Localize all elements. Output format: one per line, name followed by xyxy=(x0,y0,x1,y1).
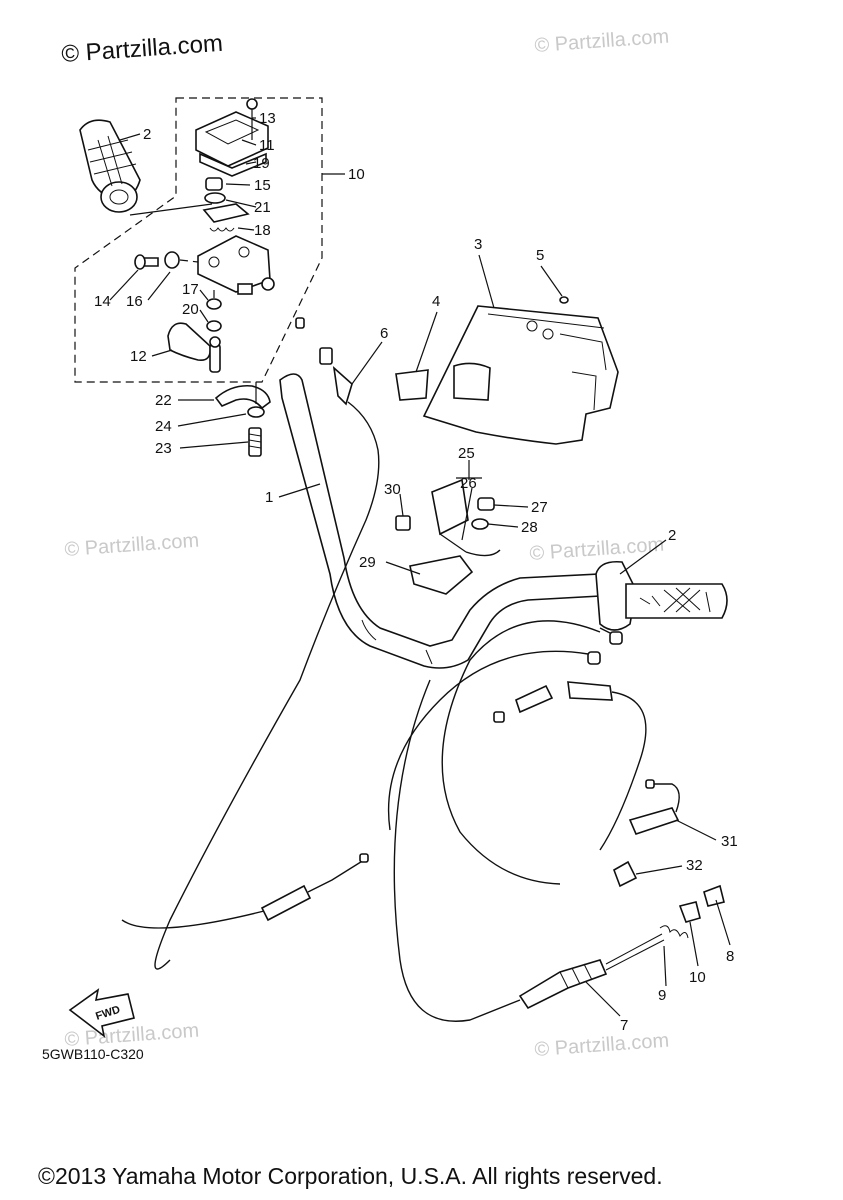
callout-3: 3 xyxy=(474,236,482,253)
right-grip xyxy=(595,560,728,631)
callout-12: 11 xyxy=(259,137,275,154)
callout-10: 10 xyxy=(689,969,706,986)
brake-cable xyxy=(154,317,380,970)
callout-15: 14 xyxy=(94,293,111,310)
fwd-arrow-icon: FWD xyxy=(68,988,135,1038)
callout-27: 26 xyxy=(460,475,477,492)
watermark-top: © Partzilla.com xyxy=(61,30,224,68)
callout-4: 4 xyxy=(432,293,440,310)
watermark: © Partzilla.com xyxy=(534,1030,670,1061)
callout-13: 12 xyxy=(130,348,147,365)
callout-23: 22 xyxy=(155,392,172,409)
callout-31: 30 xyxy=(384,481,401,498)
callout-30: 29 xyxy=(359,554,376,571)
parking-cable xyxy=(393,679,725,1022)
callout-18: 17 xyxy=(182,281,199,298)
callout-14: 13 xyxy=(259,110,276,127)
lower-cable xyxy=(121,853,369,929)
callout-29: 28 xyxy=(521,519,538,536)
callout-21: 20 xyxy=(182,301,199,318)
callout-22: 21 xyxy=(254,199,271,216)
callout-28: 27 xyxy=(531,499,548,516)
watermark: © Partzilla.com xyxy=(529,534,665,565)
callout-33: 32 xyxy=(686,857,703,874)
callout-16: 15 xyxy=(254,177,271,194)
callout-5: 5 xyxy=(536,247,544,264)
leader-lines xyxy=(109,117,731,1017)
callout-32: 31 xyxy=(721,833,738,850)
copyright-notice: ©2013 Yamaha Motor Corporation, U.S.A. A… xyxy=(38,1163,663,1189)
left-grip xyxy=(79,119,141,213)
callout-11: 10 xyxy=(348,166,365,183)
callout-2-left: 2 xyxy=(143,126,151,143)
handlebar-cover xyxy=(395,296,619,445)
callout-24: 23 xyxy=(155,440,172,457)
master-cylinder-cover xyxy=(195,98,269,177)
bolt-and-nut xyxy=(134,251,199,270)
washer xyxy=(206,320,222,332)
callout-17: 16 xyxy=(126,293,143,310)
throttle-cables xyxy=(387,620,680,888)
watermark: © Partzilla.com xyxy=(64,530,200,561)
callout-2-right: 2 xyxy=(668,527,676,544)
callout-6: 6 xyxy=(380,325,388,342)
callout-8: 8 xyxy=(726,948,734,965)
callout-20: 19 xyxy=(253,155,270,172)
master-cylinder-body xyxy=(197,177,275,295)
switch-assembly xyxy=(395,478,501,595)
assembly-outline xyxy=(74,97,323,383)
washer xyxy=(206,298,222,310)
callout-7: 7 xyxy=(620,1017,628,1034)
brake-lever xyxy=(167,322,221,373)
watermark: © Partzilla.com xyxy=(534,26,670,57)
callout-26: 25 xyxy=(458,445,475,462)
callout-25: 24 xyxy=(155,418,172,435)
handlebar-holder xyxy=(214,384,271,457)
callout-labels: 2 13 11 19 10 15 21 18 14 16 17 20 12 22… xyxy=(94,110,738,1034)
callout-9: 9 xyxy=(658,987,666,1004)
callout-19: 18 xyxy=(254,222,271,239)
callout-1: 1 xyxy=(265,489,273,506)
diagram-code: 5GWB110-C320 xyxy=(42,1046,144,1062)
